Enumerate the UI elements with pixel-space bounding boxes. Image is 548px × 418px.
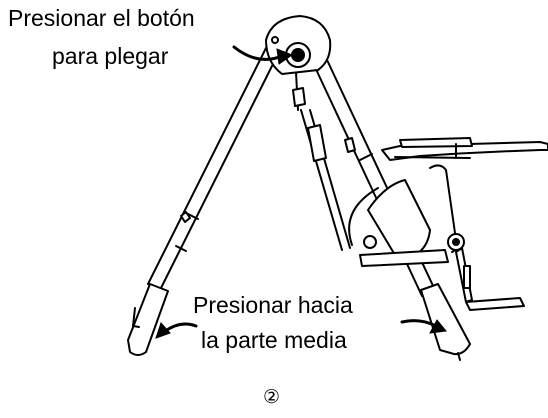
rear-foot: [420, 283, 471, 361]
inner-frame: [292, 71, 379, 251]
tray: [381, 137, 548, 161]
press-instruction-line2: la parte media: [201, 327, 347, 353]
arrow-right-icon: [400, 319, 447, 334]
fold-instruction-line1: Presionar el botón: [8, 5, 195, 31]
footrest: [429, 164, 525, 311]
arrow-top-icon: [232, 45, 294, 65]
press-instruction-line1: Presionar hacia: [193, 292, 353, 318]
front-foot: [127, 283, 169, 356]
step-number: ②: [263, 386, 281, 408]
seat-block: [359, 179, 449, 267]
front-leg: [147, 37, 284, 291]
arrow-left-icon: [155, 322, 198, 339]
fold-button: [265, 15, 332, 75]
fold-instruction-line2: para plegar: [52, 43, 169, 69]
